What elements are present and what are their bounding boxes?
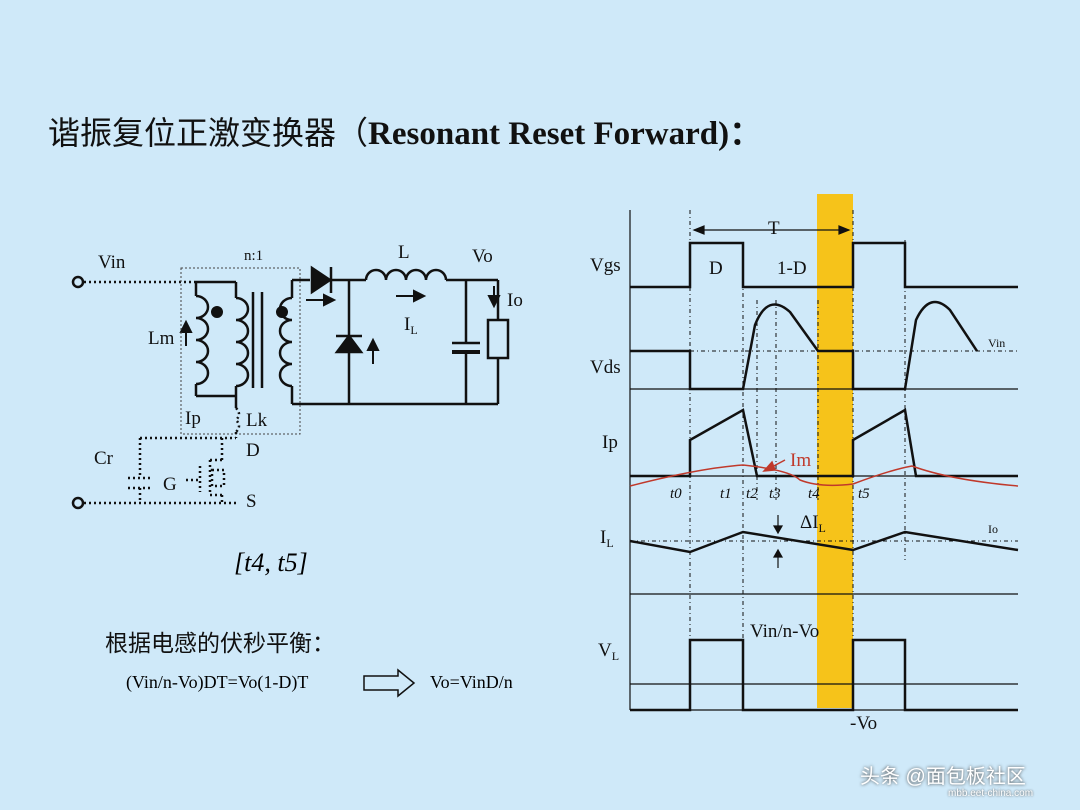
vgs-label: Vgs [590,255,621,276]
period-label: T [768,218,780,239]
primary-dot [211,306,223,318]
cr-label: Cr [94,448,113,469]
vl-waveform [630,638,1018,712]
gnd-terminal [71,496,85,510]
im-label: Im [790,450,812,471]
duty-label: D [709,258,723,279]
slide-title: 谐振复位正激变换器（Resonant Reset Forward)： [48,106,762,154]
title-chinese: 谐振复位正激变换器（ [48,114,369,152]
implies-arrow [363,668,416,698]
source-label: S [246,491,257,512]
interval-label: [t4, t5] [234,548,308,577]
ip-wave-label: Ip [602,432,618,453]
title-end: )： [718,116,763,152]
t0-label: t0 [670,486,682,502]
vl-wave-label: VL [598,640,620,663]
primary-winding [235,296,250,388]
balance-equation: (Vin/n-Vo)DT=Vo(1-D)T [126,672,309,692]
t1-label: t1 [720,486,732,502]
il-label: IL [404,314,418,337]
waveforms [629,241,1019,712]
vin-label: Vin [98,252,126,273]
gate-label: G [163,474,177,495]
delta-il-label: ΔIL [800,512,826,535]
io-small-label: Io [988,522,998,536]
vl-positive-label: Vin/n-Vo [750,621,820,642]
ip-label: Ip [185,408,201,429]
t4-t5-highlight [817,194,853,708]
turns-ratio-label: n:1 [244,248,264,264]
title-english: Resonant Reset Forward [368,116,719,152]
switch-network [84,407,241,505]
lm-label: Lm [148,328,175,349]
t5-label: t5 [858,486,870,502]
vl-negative-label: -Vo [850,713,878,734]
forward-diode [310,265,333,295]
drain-label: D [246,440,260,461]
period-arrow [692,225,851,235]
off-duty-label: 1-D [777,258,807,279]
transformer-box [180,267,301,435]
volt-second-balance-text: 根据电感的伏秒平衡： [105,631,335,657]
im-arrow [762,459,786,472]
vds-waveform [630,300,979,391]
watermark: 头条 @面包板社区 [860,766,1026,788]
result-equation: Vo=VinD/n [430,672,513,692]
vds-label: Vds [590,357,621,378]
secondary-dot [276,306,288,318]
il-wave-label: IL [600,527,614,550]
ip-waveform [630,408,1018,478]
circuit-markers [179,286,501,364]
il-waveform [629,530,1019,554]
vin-terminal [71,275,85,289]
inductor-label: L [398,242,410,263]
im-waveform [629,464,1019,487]
io-label: Io [507,290,523,311]
vgs-waveform [630,241,1018,289]
delta-il-arrows [772,515,784,568]
vo-label: Vo [472,246,493,267]
t4-label: t4 [808,486,820,502]
output-inductor [364,268,448,281]
circuit-diagram [71,265,510,408]
lk-label: Lk [246,410,268,431]
t3-label: t3 [769,486,781,502]
lm-inductor [195,294,210,386]
vin-small-label: Vin [988,336,1006,350]
watermark-sub: mbb.eet-china.com [948,788,1034,799]
t2-label: t2 [746,486,758,502]
